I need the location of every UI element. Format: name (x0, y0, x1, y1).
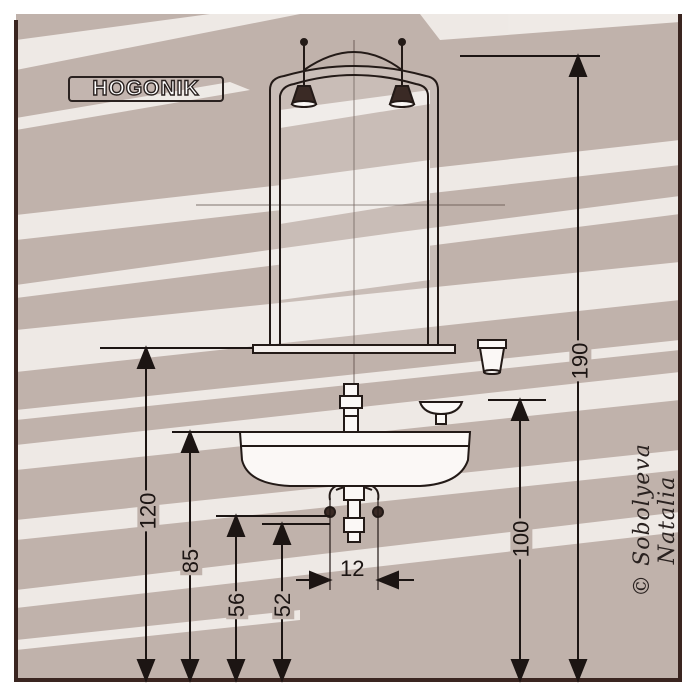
faucet-icon (339, 383, 363, 433)
dimension-label-85: 85 (178, 546, 204, 576)
siphon (324, 485, 384, 590)
mirror (269, 38, 439, 345)
dimension-label-190: 190 (567, 340, 593, 382)
dimension-label-52: 52 (270, 590, 296, 620)
dimension-label-120: 120 (135, 490, 161, 532)
artist-signature: © Sobolyeva Natalia (630, 443, 680, 597)
brand-logo: HOGONIK (68, 76, 224, 102)
wash-basin (238, 431, 472, 487)
wall-lamp-icon (388, 78, 416, 108)
brand-logo-text: HOGONIK (92, 76, 200, 100)
dimension-label-100: 100 (508, 518, 534, 560)
mirror-shelf (252, 344, 456, 354)
dimension-label-56: 56 (224, 590, 250, 620)
toothbrush-cup-icon (477, 339, 507, 375)
dimension-label-12: 12 (340, 556, 365, 581)
wall-lamp-icon (290, 78, 318, 108)
soap-dish-icon (418, 401, 464, 425)
